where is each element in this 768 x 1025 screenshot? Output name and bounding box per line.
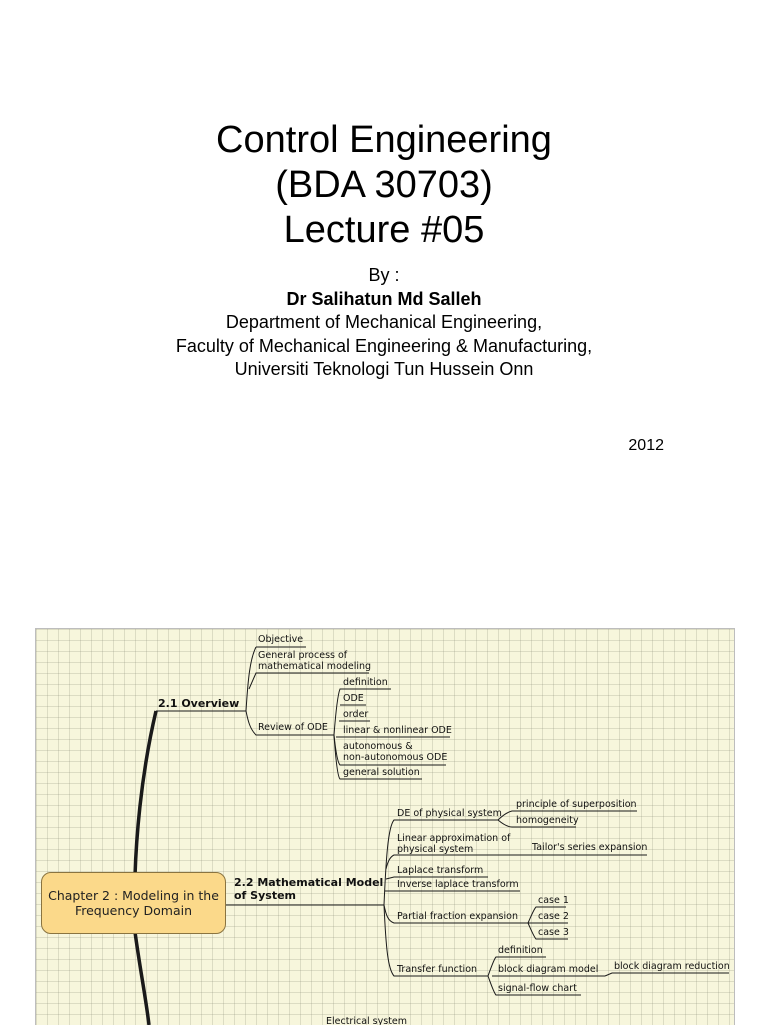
node-general-process-1: General process of [258, 650, 348, 661]
de-physical-underline [383, 819, 498, 906]
laplace-line [385, 876, 488, 880]
node-laplace: Laplace transform [397, 865, 484, 876]
node-partial-fraction: Partial fraction expansion [397, 911, 518, 922]
node-electrical-system: Electrical system [326, 1016, 408, 1025]
node-signal-flow: signal-flow chart [498, 983, 577, 994]
department: Department of Mechanical Engineering, [225, 312, 543, 332]
node-superposition: principle of superposition [516, 799, 637, 810]
title-course: Control Engineering [216, 119, 552, 161]
node-general-process-2: mathematical modeling [258, 661, 372, 672]
tf-definition-line [487, 956, 546, 977]
node-transfer-function: Transfer function [397, 964, 478, 975]
node-taylor: Tailor's series expansion [532, 842, 648, 853]
case3-line [527, 922, 568, 940]
block-reduction-line [604, 972, 729, 977]
node-case3: case 3 [538, 927, 569, 938]
node-homogeneity: homogeneity [516, 815, 579, 826]
node-ode-autonomous-1: autonomous & [343, 741, 413, 752]
byline: By : Dr Salihatun Md Salleh Department o… [0, 264, 768, 382]
node-linear-approx-2: physical system [397, 844, 474, 855]
branch-math-model-2: of System [234, 889, 296, 902]
case1-line [527, 906, 566, 924]
slide-title: Control Engineering (BDA 30703) Lecture … [0, 118, 768, 253]
node-ode: ODE [343, 693, 364, 704]
superposition-line [497, 810, 637, 821]
title-code: (BDA 30703) [275, 164, 493, 206]
year: 2012 [628, 437, 664, 454]
university: Universiti Teknologi Tun Hussein Onn [234, 359, 534, 379]
central-topic: Chapter 2 : Modeling in the Frequency Do… [41, 872, 226, 934]
node-block-reduction: block diagram reduction [614, 961, 730, 972]
general-process-underline [248, 672, 369, 690]
node-ode-autonomous-2: non-autonomous ODE [343, 752, 448, 763]
node-objective: Objective [258, 634, 304, 645]
node-tf-definition: definition [498, 945, 543, 956]
homogeneity-line [497, 819, 576, 828]
byline-by: By : [368, 265, 400, 285]
node-case1: case 1 [538, 895, 569, 906]
review-ode-underline [245, 710, 334, 736]
ode-definition-line [333, 688, 391, 736]
author-name: Dr Salihatun Md Salleh [286, 288, 482, 309]
node-de-physical: DE of physical system [397, 808, 502, 819]
node-ode-order: order [343, 709, 369, 720]
ode-general-line [333, 734, 422, 780]
linear-approx-underline [385, 854, 516, 870]
node-ode-general-solution: general solution [343, 767, 420, 778]
branch-overview: 2.1 Overview [158, 697, 240, 710]
objective-connector [245, 646, 257, 712]
mind-map-connectors [133, 646, 729, 1025]
node-case2: case 2 [538, 911, 569, 922]
signal-flow-line [487, 975, 581, 996]
mind-map: 2.1 Overview Objective General process o… [35, 628, 735, 1025]
trunk-upper [133, 710, 158, 877]
title-lecture: Lecture #05 [283, 209, 485, 251]
node-block-diagram: block diagram model [498, 964, 599, 975]
node-ode-definition: definition [343, 677, 388, 688]
transfer-function-line [383, 904, 488, 977]
node-linear-approx-1: Linear approximation of [397, 833, 511, 844]
branch-math-model-1: 2.2 Mathematical Model [234, 876, 384, 889]
node-ode-linear: linear & nonlinear ODE [343, 725, 452, 736]
node-review-ode: Review of ODE [258, 722, 328, 733]
node-inverse-laplace: Inverse laplace transform [397, 879, 519, 890]
trunk-lower [133, 931, 151, 1025]
faculty: Faculty of Mechanical Engineering & Manu… [175, 335, 593, 356]
